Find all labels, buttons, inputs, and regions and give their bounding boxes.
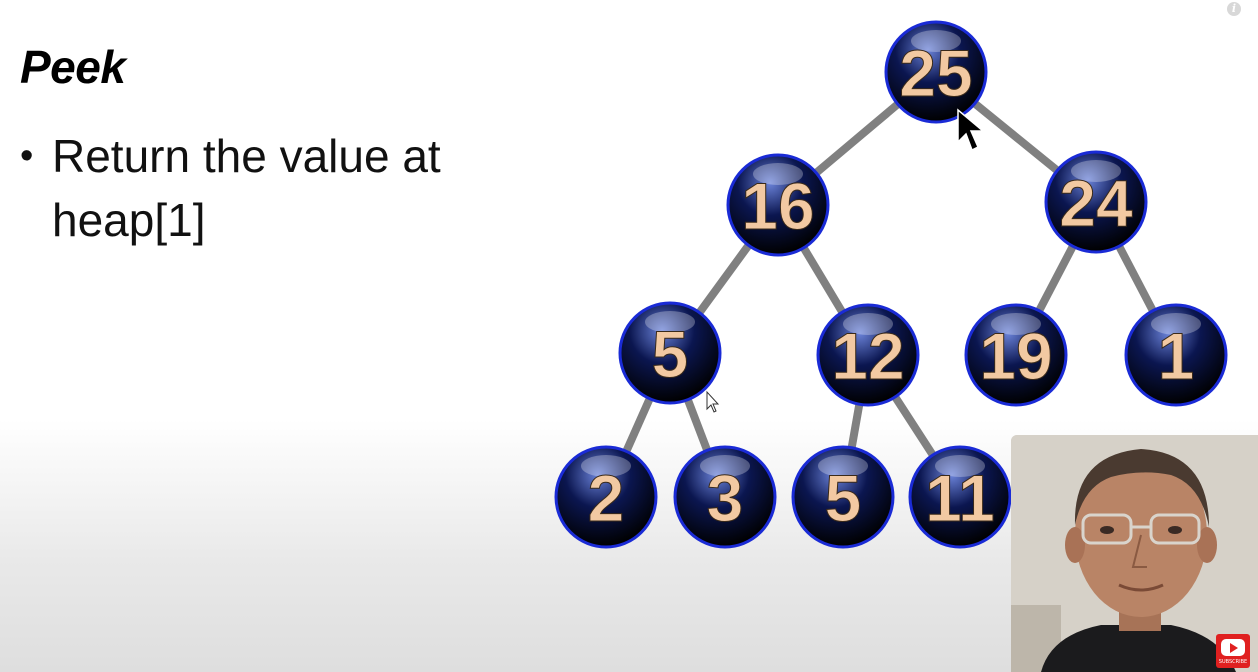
heap-node-circle [1044,150,1148,254]
heap-node: 5 [618,301,722,405]
heap-node-value: 3 [707,461,744,535]
heap-node-circle [1124,303,1228,407]
bullet-text: Return the value at heap[1] [52,130,441,246]
heap-node-circle [554,445,658,549]
heap-node-shine [991,313,1041,335]
heap-node-circle [884,20,988,124]
heap-node-shine [843,313,893,335]
heap-node: 11 [908,445,1012,549]
heap-node: 24 [1044,150,1148,254]
heap-node-shine [935,455,985,477]
youtube-play-icon [1221,639,1245,656]
subscribe-button[interactable]: SUBSCRIBE [1216,634,1250,668]
heap-node-value: 19 [979,319,1052,393]
heap-node-value: 24 [1059,166,1133,240]
bullet-dot: • [20,135,34,177]
heap-node-value: 1 [1158,319,1195,393]
heap-node-shine [753,163,803,185]
heap-node: 16 [726,153,830,257]
heap-node-shine [645,311,695,333]
heap-node-shine [818,455,868,477]
heap-node-circle [726,153,830,257]
heap-node-value: 25 [899,36,972,110]
heap-node-shine [1151,313,1201,335]
heap-node: 5 [791,445,895,549]
heap-node: 19 [964,303,1068,407]
heap-node: 1 [1124,303,1228,407]
mouse-cursor-icon [957,108,986,152]
heap-node-value: 16 [741,169,814,243]
heap-node-value: 11 [925,461,995,535]
heap-node-shine [581,455,631,477]
heap-node: 12 [816,303,920,407]
info-icon[interactable]: i [1227,2,1241,16]
heap-node-value: 5 [825,461,862,535]
heap-node-circle [618,301,722,405]
heap-node-value: 12 [831,319,904,393]
heap-node-circle [908,445,1012,549]
heap-node: 3 [673,445,777,549]
heap-node-value: 2 [588,461,625,535]
heap-node-shine [911,30,961,52]
heap-node-circle [816,303,920,407]
slide-title: Peek [20,41,126,93]
presenter-video-frame [1011,435,1258,672]
pointer-cursor-icon [706,390,720,413]
heap-node-circle [964,303,1068,407]
heap-node-circle [673,445,777,549]
heap-node-shine [700,455,750,477]
heap-node-shine [1071,160,1121,182]
heap-node: 2 [554,445,658,549]
heap-node-circle [791,445,895,549]
heap-node: 25 [884,20,988,124]
heap-node-value: 5 [652,317,689,391]
subscribe-label: SUBSCRIBE [1218,659,1248,665]
presenter-webcam [1011,435,1258,672]
